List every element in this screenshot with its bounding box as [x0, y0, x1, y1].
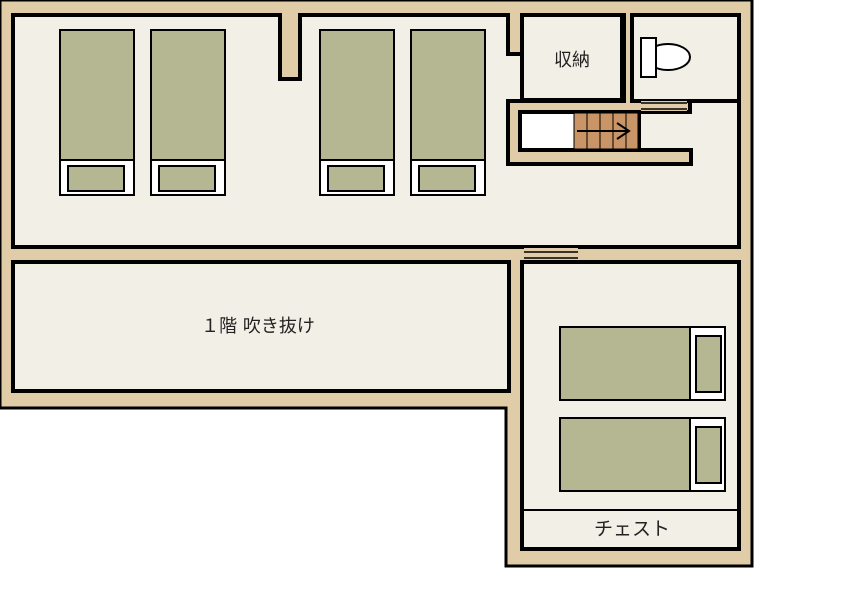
- room-bedroom-small: [520, 260, 741, 551]
- bed: [559, 326, 726, 401]
- chest-label: チェスト: [594, 518, 670, 540]
- bed: [319, 29, 395, 196]
- storage-label: 収納: [554, 50, 590, 71]
- room-stairwell-void: [11, 260, 511, 393]
- doorway-small-bedroom: [524, 248, 578, 260]
- bed: [410, 29, 486, 196]
- stairwell-void-label: １階 吹き抜け: [201, 316, 315, 337]
- room-storage: [520, 13, 624, 102]
- bed: [59, 29, 135, 196]
- bed: [559, 417, 726, 492]
- toilet-icon: [640, 37, 691, 78]
- bed: [150, 29, 226, 196]
- doorway-toilet: [641, 101, 687, 111]
- arrow-right-icon: [577, 122, 631, 140]
